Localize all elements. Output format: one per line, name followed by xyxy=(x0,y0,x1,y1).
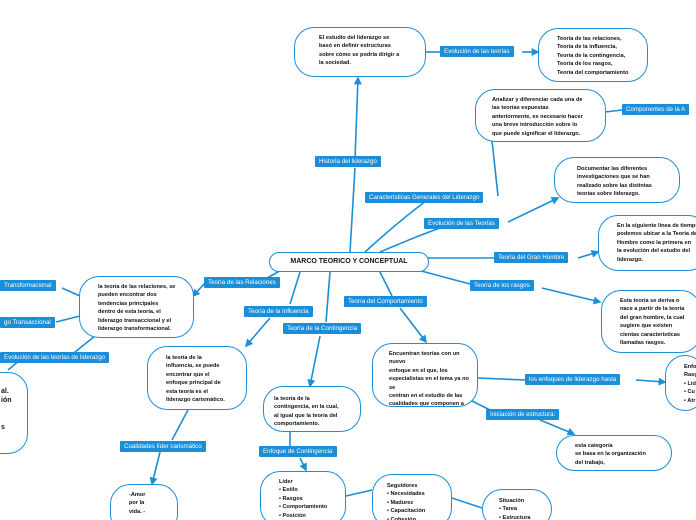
node-historia-text[interactable]: El estudio del liderazgo se basó en defi… xyxy=(294,27,426,77)
label-gran-hombre[interactable]: Teoría del Gran Hombre xyxy=(494,252,569,263)
label-transaccional[interactable]: go Transaccional xyxy=(0,317,55,328)
node-gran-hombre-text[interactable]: En la siguiente línea de tiempo podemos … xyxy=(598,215,696,271)
node-rasgos-text[interactable]: Esta teoría se deriva o nace a partir de… xyxy=(601,290,696,353)
label-evolucion-left[interactable]: Evolución de las teorías de liderazgo xyxy=(0,352,110,363)
central-topic[interactable]: MARCO TEORICO Y CONCEPTUAL xyxy=(269,252,429,272)
label-comportamiento[interactable]: Teoría del Comportamiento xyxy=(344,296,427,307)
node-influencia-text[interactable]: la teoría de la influencia, se puede enc… xyxy=(147,346,247,410)
label-enfoques-rasgos[interactable]: los enfoques de liderazgo hasta xyxy=(525,374,621,385)
label-evolucion-teorias-top[interactable]: Evolución de las teorías xyxy=(440,46,514,57)
node-comportamiento-text[interactable]: Encuentran teorías con un nuevo enfoque … xyxy=(372,343,478,407)
node-lider-text[interactable]: Líder • Estilo • Rasgos • Comportamiento… xyxy=(260,471,346,520)
label-contingencia[interactable]: Teoría de la Contingencia xyxy=(283,323,362,334)
label-evolucion-teorias[interactable]: Evolución de las Teorías xyxy=(424,218,499,229)
node-left-partial[interactable]: al. ión s xyxy=(0,372,28,454)
node-situacion-text[interactable]: Situación • Tarea • Estructura xyxy=(482,489,552,520)
node-analizar[interactable]: Analizar y diferenciar cada una de las t… xyxy=(475,89,606,142)
node-enfo-text[interactable]: Enfo Rasg • Lid • Cu • Atr xyxy=(665,355,696,411)
label-transformacional[interactable]: Transformacional xyxy=(0,280,56,291)
label-relaciones[interactable]: Teoría de las Relaciones xyxy=(204,277,280,288)
node-documentar[interactable]: Documentar las diferentes investigacione… xyxy=(554,157,680,203)
label-caracteristicas[interactable]: Características Generales del Liderazgo xyxy=(365,192,484,203)
label-enfoque-contingencia[interactable]: Enfoque de Contingencia xyxy=(259,446,337,457)
label-iniciacion[interactable]: Iniciación de estructura: xyxy=(486,409,560,420)
node-relaciones-text[interactable]: la teoría de las relaciones, se pueden e… xyxy=(79,276,194,338)
label-rasgos[interactable]: Teoría de los rasgos xyxy=(470,280,534,291)
node-contingencia-text[interactable]: la teoría de la contingencia, en la cual… xyxy=(263,386,361,432)
node-amor-text[interactable]: -Amor por la vida. - xyxy=(110,484,178,520)
label-componentes[interactable]: Componentes de la A xyxy=(622,104,690,115)
node-estructura-text[interactable]: esta categoría se basa en la organizació… xyxy=(556,435,672,471)
node-seguidores-text[interactable]: Seguidores • Necesidades • Madurez • Cap… xyxy=(372,474,452,520)
node-teorias-list[interactable]: Teoría de las relaciones, Teoría de la i… xyxy=(538,28,648,82)
label-influencia[interactable]: Teoría de la Influencia xyxy=(244,306,313,317)
label-historia[interactable]: Historia del liderazgo xyxy=(315,156,381,167)
label-carismatico[interactable]: Cualidades líder carismático xyxy=(120,441,206,452)
